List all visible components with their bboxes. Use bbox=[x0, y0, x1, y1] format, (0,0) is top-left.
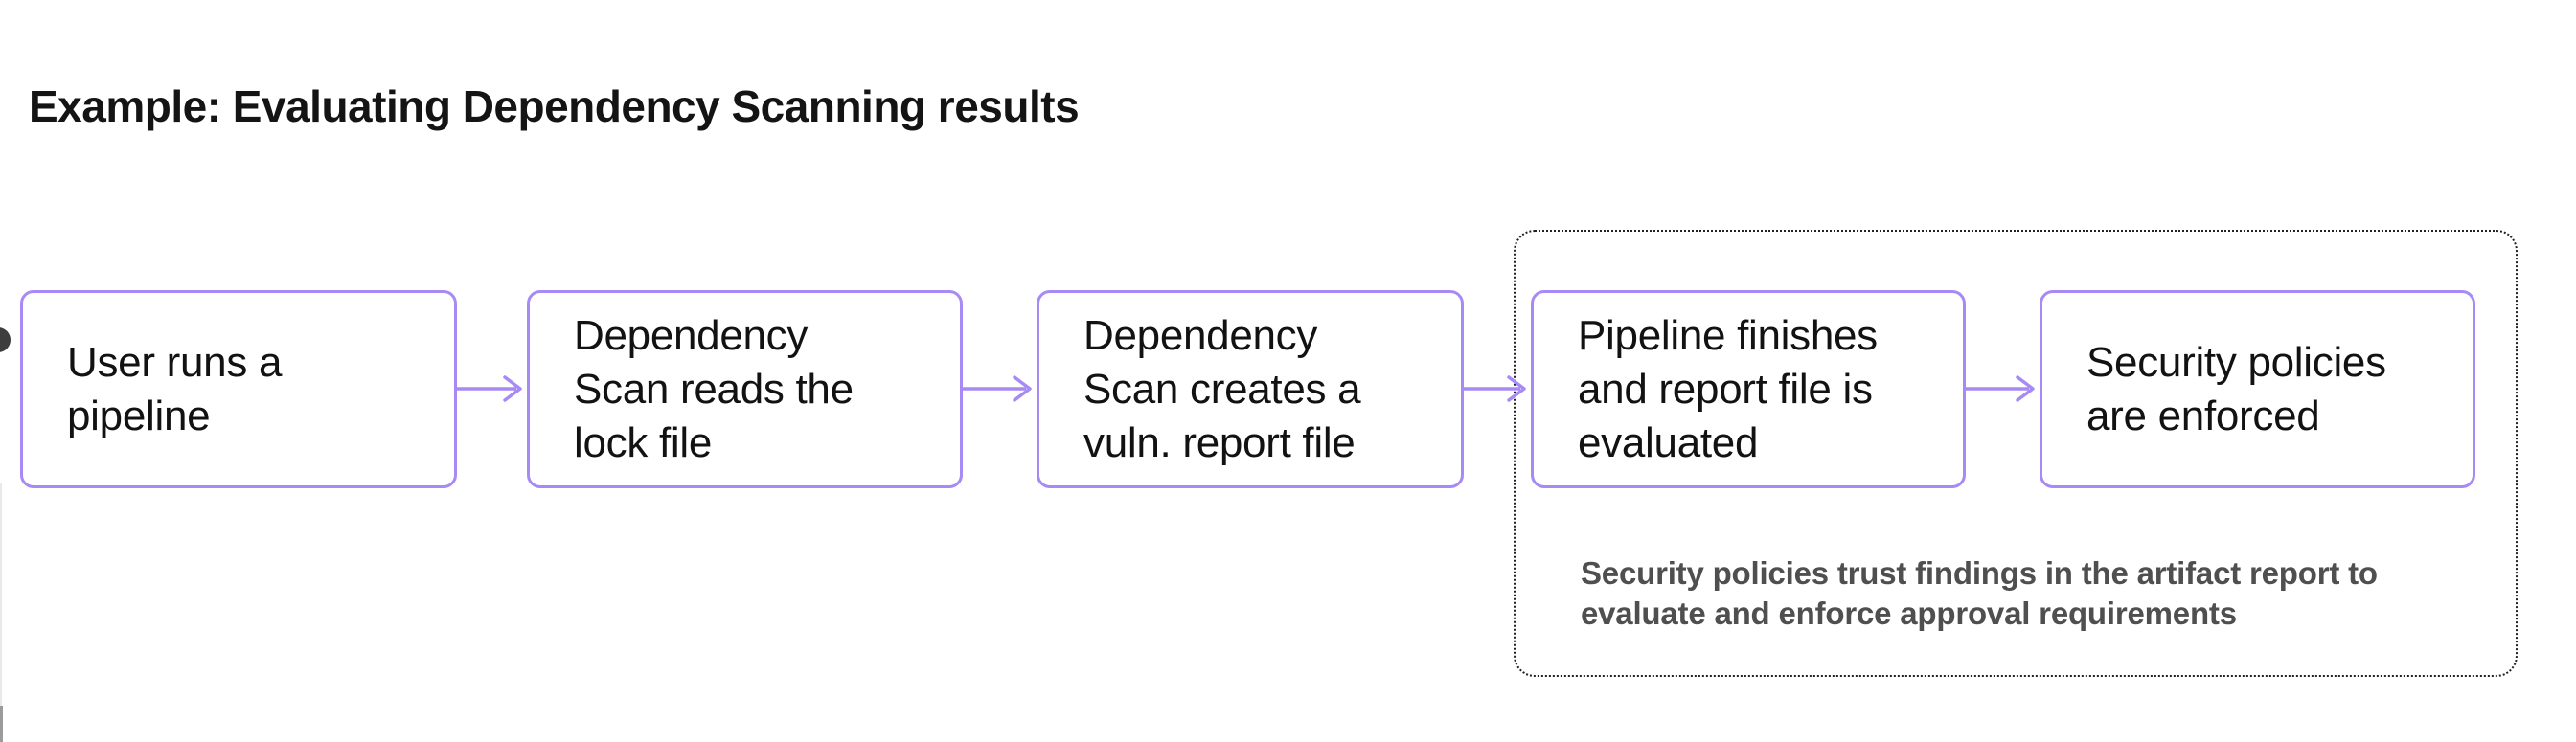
arrow-right-icon bbox=[1462, 371, 1533, 406]
flow-step-scan-creates-report: Dependency Scan creates a vuln. report f… bbox=[1037, 290, 1464, 488]
flow-step-label: Pipeline finishes and report file is eva… bbox=[1578, 311, 1878, 466]
flow-step-label: User runs a pipeline bbox=[67, 338, 283, 439]
arrow-right-icon bbox=[1964, 371, 2041, 406]
arrow-right-icon bbox=[961, 371, 1038, 406]
clipped-node-artifact bbox=[0, 327, 11, 352]
policy-note: Security policies trust findings in the … bbox=[1581, 555, 2378, 631]
flow-step-policies-enforced: Security policies are enforced bbox=[2040, 290, 2475, 488]
flow-step-label: Dependency Scan creates a vuln. report f… bbox=[1083, 311, 1361, 466]
policy-evaluation-group bbox=[1514, 230, 2518, 677]
arrow-right-icon bbox=[455, 371, 529, 406]
flow-step-user-runs-pipeline: User runs a pipeline bbox=[20, 290, 457, 488]
flow-step-label: Security policies are enforced bbox=[2086, 338, 2386, 439]
flow-step-label: Dependency Scan reads the lock file bbox=[574, 311, 854, 466]
flow-step-pipeline-finishes: Pipeline finishes and report file is eva… bbox=[1531, 290, 1966, 488]
page-edge-line-dark bbox=[0, 706, 3, 742]
page-edge-line bbox=[0, 483, 2, 742]
diagram-title: Example: Evaluating Dependency Scanning … bbox=[29, 81, 1080, 131]
flow-step-scan-reads-lock-file: Dependency Scan reads the lock file bbox=[527, 290, 963, 488]
